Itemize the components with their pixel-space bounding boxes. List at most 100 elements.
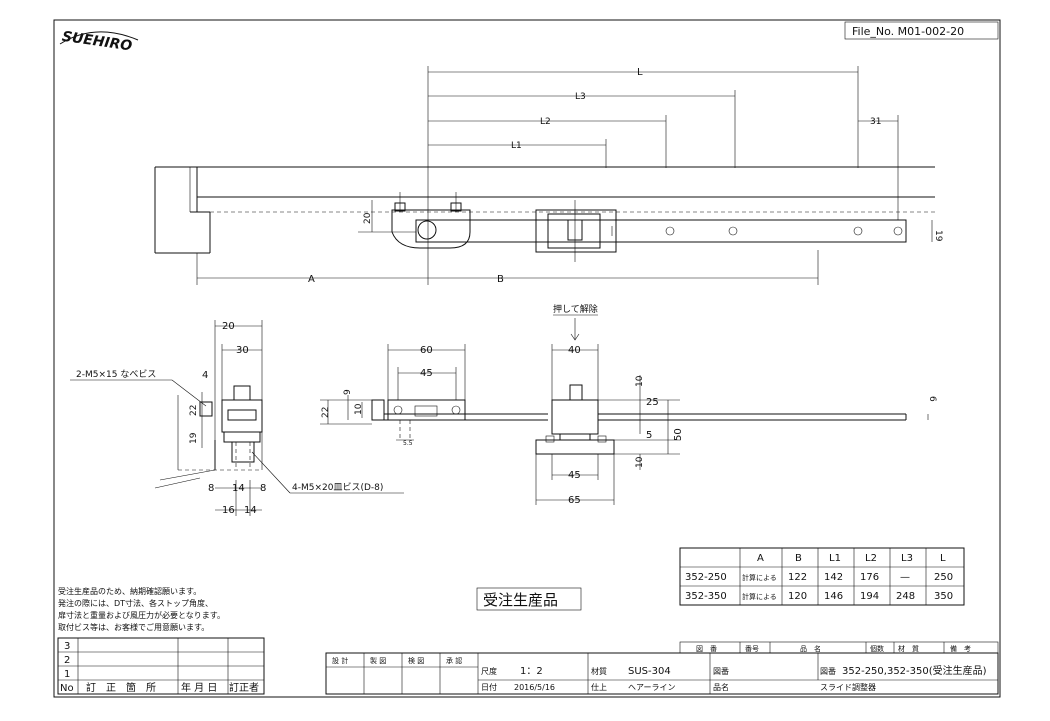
material-label: 材質 xyxy=(591,666,607,676)
drawing-no-value: 352-250,352-350(受注生産品) xyxy=(842,664,987,677)
dim-L1: L1 xyxy=(511,141,522,151)
scale-value: 1：2 xyxy=(520,666,543,677)
spec-row2-L3: 248 xyxy=(896,591,915,602)
notes-block: 受注生産品のため、納期確認願います。 発注の際には、DT寸法、各ストップ角度、 … xyxy=(58,586,225,632)
drawing-no-label: 図番 xyxy=(713,666,729,676)
spec-row1-A: 計算による xyxy=(742,573,777,582)
spec-row2-L1: 146 xyxy=(824,591,843,602)
dim-22-front: 22 xyxy=(321,407,331,418)
front-view: 60 45 9 22 10 5.5 xyxy=(320,344,548,447)
revision-header-location: 訂 正 箇 所 xyxy=(86,681,156,694)
role-drafting: 製 図 xyxy=(370,656,386,665)
push-release-label: 押して解除 xyxy=(553,303,598,315)
revision-header-no: No xyxy=(60,683,74,694)
spec-row1-model: 352-250 xyxy=(685,572,727,583)
dim-side-20: 20 xyxy=(222,321,235,332)
dim-L: L xyxy=(637,67,643,78)
top-view: L L3 L2 L1 31 xyxy=(154,66,943,285)
dim-side-4: 4 xyxy=(202,370,208,381)
dim-60: 60 xyxy=(420,345,433,356)
spec-header-L1: L1 xyxy=(829,553,841,564)
dim-side-16: 16 xyxy=(222,505,235,516)
spec-row2-B: 120 xyxy=(788,591,807,602)
note-line-3: 扉寸法と重量および風圧力が必要となります。 xyxy=(58,610,225,620)
date-label: 日付 xyxy=(481,682,497,692)
dim-side-22: 22 xyxy=(189,405,199,416)
spec-header-L: L xyxy=(940,553,946,564)
spec-row1-L: 250 xyxy=(934,572,953,583)
dim-6: 6 xyxy=(927,396,937,402)
dim-5: 5 xyxy=(646,430,652,441)
spec-header-A: A xyxy=(757,553,764,564)
revision-header-date: 年 月 日 xyxy=(181,681,217,694)
spec-row2-A: 計算による xyxy=(742,592,777,601)
dim-9: 9 xyxy=(343,389,353,395)
file-no-box xyxy=(844,21,999,40)
parts-header-drawing: 図 番 xyxy=(696,645,717,653)
revision-header-editor: 訂正者 xyxy=(229,681,259,694)
spec-row1-L3: — xyxy=(900,572,910,583)
dim-25: 25 xyxy=(646,397,659,408)
callout-flat-screw: 4-M5×20皿ビス(D-8) xyxy=(292,482,383,493)
spec-header-L3: L3 xyxy=(901,553,913,564)
spec-row2-L: 350 xyxy=(934,591,953,602)
revision-row-2: 2 xyxy=(64,655,70,666)
sheet-border xyxy=(53,19,1001,698)
side-view: 20 30 4 22 19 8 14 8 16 14 xyxy=(70,320,404,516)
note-line-2: 発注の際には、DT寸法、各ストップ角度、 xyxy=(58,598,213,608)
scale-label: 尺度 xyxy=(481,666,497,676)
dim-side-14a: 14 xyxy=(232,483,245,494)
dim-side-8a: 8 xyxy=(208,483,214,494)
role-design: 設 計 xyxy=(332,656,348,665)
parts-header-name: 品 名 xyxy=(800,644,821,653)
section-view: 押して解除 40 10 25 50 5 10 6 45 xyxy=(535,303,937,506)
dim-B: B xyxy=(497,274,504,285)
dim-side-14b: 14 xyxy=(244,505,257,516)
dim-10-bottom: 10 xyxy=(635,456,645,468)
parts-header-material: 材 質 xyxy=(898,644,919,653)
date-value: 2016/5/16 xyxy=(514,683,555,692)
spec-row1-L1: 142 xyxy=(824,572,843,583)
material-value: SUS-304 xyxy=(628,666,671,677)
drawing-no-label-2: 図番 xyxy=(820,666,836,676)
revision-row-3: 3 xyxy=(64,641,70,652)
order-label-box xyxy=(476,587,582,611)
revision-row-1: 1 xyxy=(64,669,70,680)
parts-header-number: 番号 xyxy=(745,645,759,653)
spec-table: A B L1 L2 L3 L 352-250 計算による 122 142 176… xyxy=(679,547,965,606)
dim-19-top: 19 xyxy=(933,230,943,242)
revision-block: 3 2 1 No 訂 正 箇 所 年 月 日 訂正者 xyxy=(57,637,265,695)
dim-20-top: 20 xyxy=(363,212,373,224)
note-line-1: 受注生産品のため、納期確認願います。 xyxy=(58,586,201,596)
parts-header-qty: 個数 xyxy=(870,644,884,653)
dim-side-30: 30 xyxy=(236,345,249,356)
dim-side-19: 19 xyxy=(189,432,199,444)
role-approve: 承 認 xyxy=(446,656,462,665)
spec-row2-model: 352-350 xyxy=(685,591,727,602)
dim-L3: L3 xyxy=(575,92,586,102)
suehiro-logo: SUEHIRO xyxy=(59,29,139,55)
dim-A: A xyxy=(308,274,315,285)
logo-text: SUEHIRO xyxy=(61,29,133,55)
dim-31: 31 xyxy=(870,117,881,127)
dim-45-front: 45 xyxy=(420,368,433,379)
spec-header-L2: L2 xyxy=(865,553,877,564)
spec-row1-B: 122 xyxy=(788,572,807,583)
dim-40: 40 xyxy=(568,345,581,356)
dim-L2: L2 xyxy=(540,117,551,127)
dim-45-section: 45 xyxy=(568,470,581,481)
spec-row2-L2: 194 xyxy=(860,591,879,602)
role-check: 検 図 xyxy=(408,656,424,665)
title-block: 図 番 番号 品 名 個数 材 質 備 考 設 計 製 図 検 図 承 認 尺度… xyxy=(325,641,999,695)
product-name-label: 品名 xyxy=(713,682,729,692)
spec-row1-L2: 176 xyxy=(860,572,879,583)
order-label: 受注生産品 xyxy=(483,591,558,609)
dim-side-8b: 8 xyxy=(260,483,266,494)
parts-header-remarks: 備 考 xyxy=(950,644,971,653)
file-no: File_No. M01-002-20 xyxy=(852,25,964,38)
spec-header-B: B xyxy=(795,553,802,564)
finish-value: ヘアーライン xyxy=(628,683,676,692)
dim-5-5: 5.5 xyxy=(403,440,413,447)
callout-pan-screw: 2-M5×15 なべビス xyxy=(76,369,156,380)
